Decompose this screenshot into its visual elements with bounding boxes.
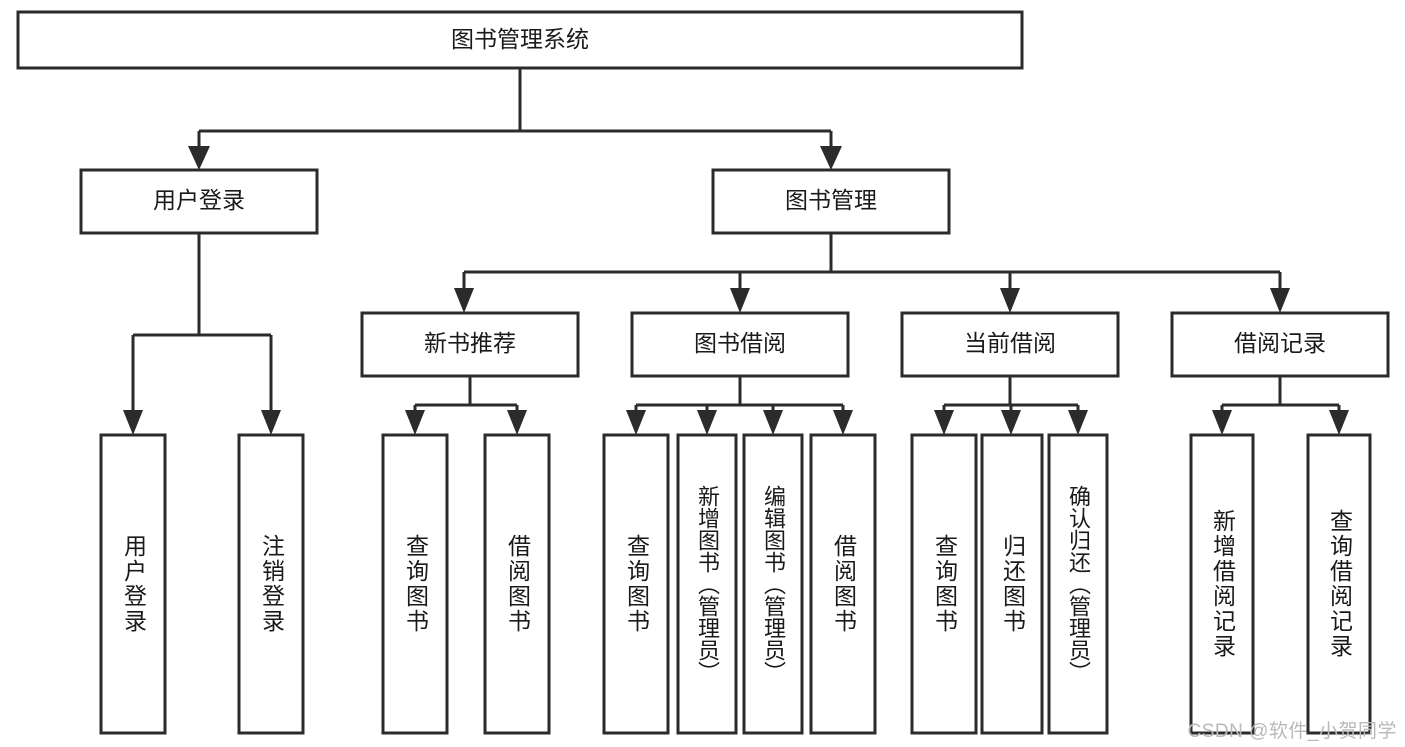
node-book-management-box[interactable]	[711, 168, 951, 235]
node-leaf-edit-book-admin-box[interactable]	[742, 433, 804, 735]
arrow-head-leaf-confirm-return-admin	[1068, 410, 1088, 435]
arrow-head-borrow-record	[1270, 288, 1290, 313]
node-leaf-add-book-admin[interactable]: 新增图书（管理员）	[676, 433, 738, 735]
node-leaf-query-book-1[interactable]: 查询图书	[381, 433, 449, 735]
node-leaf-add-book-admin-label: 新增图书（管理员）	[695, 485, 720, 683]
node-leaf-confirm-return-admin[interactable]: 确认归还（管理员）	[1047, 433, 1109, 735]
node-leaf-query-book-2-box[interactable]	[602, 433, 670, 735]
node-leaf-add-borrow-record[interactable]: 新增借阅记录	[1189, 433, 1255, 735]
node-root[interactable]: 图书管理系统	[16, 10, 1024, 70]
node-leaf-query-book-3-label: 查询图书	[931, 534, 958, 634]
node-leaf-borrow-book-1-label: 借阅图书	[504, 534, 531, 634]
node-leaf-edit-book-admin[interactable]: 编辑图书（管理员）	[742, 433, 804, 735]
arrow-head-book-management	[820, 146, 842, 170]
node-new-book-recommend-label: 新书推荐	[424, 330, 516, 356]
arrow-head-leaf-edit-book-admin	[763, 410, 783, 435]
node-leaf-add-borrow-record-label: 新增借阅记录	[1209, 509, 1236, 659]
arrow-head-book-borrow	[730, 288, 750, 313]
node-leaf-query-book-1-box[interactable]	[381, 433, 449, 735]
node-borrow-record-box[interactable]	[1170, 311, 1390, 378]
node-leaf-query-book-3-box[interactable]	[910, 433, 978, 735]
connector-group-book-management	[454, 233, 1290, 313]
node-leaf-user-login[interactable]: 用户登录	[99, 433, 167, 735]
node-leaf-borrow-book-1-box[interactable]	[483, 433, 551, 735]
node-current-borrow[interactable]: 当前借阅	[900, 311, 1120, 378]
connector-group-root	[188, 68, 842, 170]
connector-group-user-login	[123, 233, 281, 435]
connector-group-borrow-record	[1212, 376, 1349, 435]
connector-group-current-borrow	[934, 376, 1088, 435]
arrow-head-leaf-query-book-3	[934, 410, 954, 435]
node-leaf-query-borrow-record[interactable]: 查询借阅记录	[1306, 433, 1372, 735]
node-leaf-query-borrow-record-label: 查询借阅记录	[1326, 509, 1353, 659]
node-leaf-return-book[interactable]: 归还图书	[980, 433, 1044, 735]
node-book-management-label: 图书管理	[785, 187, 877, 213]
node-new-book-recommend-box[interactable]	[360, 311, 580, 378]
node-current-borrow-label: 当前借阅	[964, 330, 1056, 356]
node-user-login[interactable]: 用户登录	[79, 168, 319, 235]
node-leaf-query-borrow-record-box[interactable]	[1306, 433, 1372, 735]
arrow-head-leaf-query-book-1	[405, 410, 425, 435]
node-root-label: 图书管理系统	[451, 26, 589, 52]
connector-group-book-borrow	[626, 376, 853, 435]
node-leaf-user-logout-label: 注销登录	[258, 534, 285, 634]
arrow-head-leaf-user-logout	[261, 410, 281, 435]
node-book-management[interactable]: 图书管理	[711, 168, 951, 235]
node-leaf-add-borrow-record-box[interactable]	[1189, 433, 1255, 735]
node-current-borrow-box[interactable]	[900, 311, 1120, 378]
arrow-head-leaf-borrow-book-2	[833, 410, 853, 435]
arrow-head-user-login	[188, 146, 210, 170]
node-leaf-user-logout[interactable]: 注销登录	[237, 433, 305, 735]
node-leaf-query-book-1-label: 查询图书	[402, 534, 429, 634]
node-leaf-borrow-book-2-box[interactable]	[809, 433, 877, 735]
node-user-login-box[interactable]	[79, 168, 319, 235]
arrow-head-leaf-query-borrow-record	[1329, 410, 1349, 435]
node-leaf-edit-book-admin-label: 编辑图书（管理员）	[761, 485, 786, 683]
node-leaf-borrow-book-2[interactable]: 借阅图书	[809, 433, 877, 735]
connector-group-new-book-recommend	[405, 376, 527, 435]
arrow-head-new-book-recommend	[454, 288, 474, 313]
node-root-box[interactable]	[16, 10, 1024, 70]
node-leaf-user-login-label: 用户登录	[120, 534, 147, 634]
node-user-login-label: 用户登录	[153, 187, 245, 213]
arrow-head-leaf-user-login	[123, 410, 143, 435]
node-leaf-user-login-box[interactable]	[99, 433, 167, 735]
node-leaf-query-book-3[interactable]: 查询图书	[910, 433, 978, 735]
arrow-head-leaf-return-book	[1001, 410, 1021, 435]
arrow-head-leaf-add-borrow-record	[1212, 410, 1232, 435]
node-leaf-return-book-label: 归还图书	[999, 534, 1026, 634]
arrow-head-leaf-borrow-book-1	[507, 410, 527, 435]
node-leaf-query-book-2-label: 查询图书	[623, 534, 650, 634]
node-leaf-query-book-2[interactable]: 查询图书	[602, 433, 670, 735]
node-leaf-confirm-return-admin-box[interactable]	[1047, 433, 1109, 735]
node-book-borrow[interactable]: 图书借阅	[630, 311, 850, 378]
arrow-head-current-borrow	[1000, 288, 1020, 313]
arrow-head-leaf-query-book-2	[626, 410, 646, 435]
node-book-borrow-label: 图书借阅	[694, 330, 786, 356]
node-leaf-borrow-book-2-label: 借阅图书	[830, 534, 857, 634]
node-leaf-user-logout-box[interactable]	[237, 433, 305, 735]
node-leaf-add-book-admin-box[interactable]	[676, 433, 738, 735]
node-leaf-borrow-book-1[interactable]: 借阅图书	[483, 433, 551, 735]
node-leaf-confirm-return-admin-label: 确认归还（管理员）	[1066, 485, 1091, 683]
node-borrow-record-label: 借阅记录	[1234, 330, 1326, 356]
arrow-head-leaf-add-book-admin	[697, 410, 717, 435]
node-new-book-recommend[interactable]: 新书推荐	[360, 311, 580, 378]
node-borrow-record[interactable]: 借阅记录	[1170, 311, 1390, 378]
node-leaf-return-book-box[interactable]	[980, 433, 1044, 735]
node-book-borrow-box[interactable]	[630, 311, 850, 378]
